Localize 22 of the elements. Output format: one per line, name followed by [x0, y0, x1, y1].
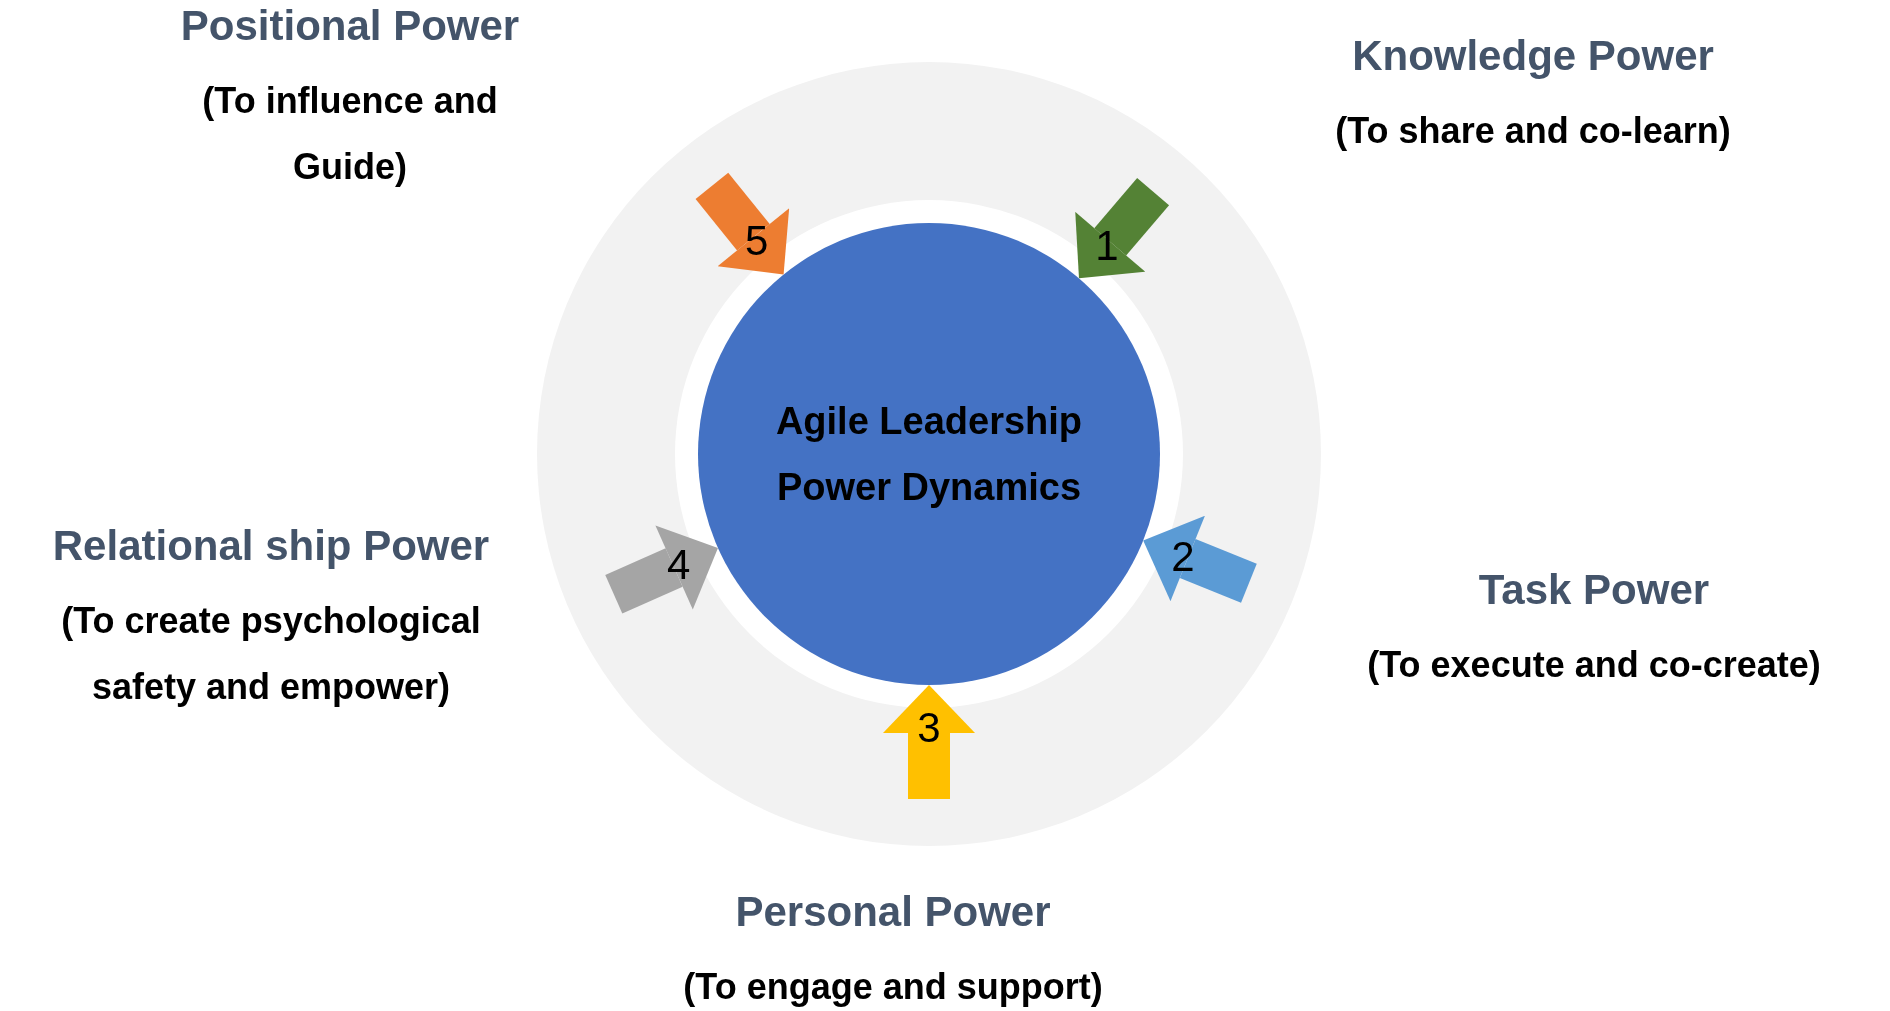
- power-description: (To create psychological safety and empower): [60, 599, 482, 709]
- power-description: (To influence and Guide): [201, 79, 499, 189]
- center-title: Agile Leadership Power Dynamics: [774, 399, 1084, 510]
- outer-circle: [537, 62, 1321, 846]
- power-title: Task Power: [1477, 566, 1711, 614]
- power-title: Knowledge Power: [1351, 32, 1715, 80]
- power-title: Personal Power: [734, 888, 1052, 936]
- arrow-number: 2: [1171, 532, 1195, 581]
- arrow-number: 3: [917, 704, 941, 752]
- power-title: Relational ship Power: [51, 522, 491, 570]
- block-arrow: [605, 525, 718, 614]
- arrow-number: 4: [667, 541, 691, 590]
- block-arrow: [695, 172, 790, 275]
- arrow-number: 1: [1095, 221, 1119, 270]
- power-description: (To share and co-learn): [1334, 109, 1732, 153]
- power-description: (To engage and support): [682, 965, 1104, 1009]
- block-arrow: [1075, 178, 1170, 279]
- block-arrow: [1143, 515, 1257, 603]
- block-arrow: [883, 685, 975, 799]
- power-description: (To execute and co-create): [1366, 643, 1822, 687]
- power-title: Positional Power: [179, 2, 521, 50]
- arrow-number: 5: [744, 217, 769, 266]
